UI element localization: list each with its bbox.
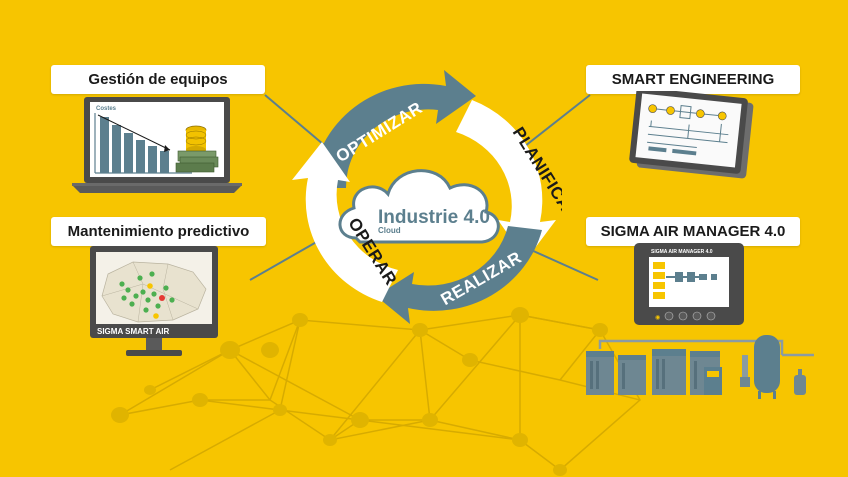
label-gestion-equipos: Gestión de equipos (51, 65, 265, 94)
compressor-1 (586, 351, 614, 395)
laptop-illustration: Costes (72, 97, 242, 193)
filter (740, 355, 750, 387)
monitor-caption: SIGMA SMART AIR (97, 327, 170, 336)
compressor-3 (652, 349, 686, 395)
banknotes-icon (175, 150, 219, 173)
controller-button-3[interactable] (692, 311, 702, 321)
controller-button-1[interactable] (664, 311, 674, 321)
compressor-2 (618, 355, 646, 395)
compressor-room-illustration (586, 335, 814, 399)
wireless-icon: ◉ (655, 314, 660, 321)
cloud-subtitle: Cloud (378, 226, 401, 235)
arrow-realizar (376, 226, 542, 324)
pipeline (598, 339, 814, 357)
map-pins (119, 271, 175, 319)
cycle-diagram: Industrie 4.0 Cloud OPTIMIZAR PLANIFICAR… (292, 70, 562, 324)
arrow-optimizar (312, 70, 476, 188)
separator (794, 369, 806, 395)
controller-button-2[interactable] (678, 311, 688, 321)
costs-label: Costes (96, 106, 117, 112)
tablet-illustration (629, 91, 754, 179)
controller-flow (666, 272, 717, 282)
label-smart-engineering: SMART ENGINEERING (586, 65, 800, 94)
arrow-operar (292, 142, 398, 302)
controller-modules (653, 262, 665, 299)
coins-icon (185, 125, 207, 154)
monitor-stand (126, 350, 182, 356)
connector-lines (249, 94, 599, 281)
schematic-lines (647, 105, 729, 148)
cloud-title: Industrie 4.0 (378, 207, 490, 228)
laptop-base (72, 185, 242, 193)
power-icon[interactable] (706, 311, 716, 321)
dryer (704, 367, 722, 395)
controller-illustration: SIGMA AIR MANAGER 4.0 ◉ (634, 243, 744, 325)
arrow-planificar (456, 100, 556, 260)
monitor-neck (146, 338, 162, 350)
network-nodes (111, 307, 608, 476)
label-sigma-air-manager: SIGMA AIR MANAGER 4.0 (586, 217, 800, 246)
label-mantenimiento-predictivo: Mantenimiento predictivo (51, 217, 266, 246)
cloud-icon (338, 169, 500, 244)
cost-bars (100, 117, 169, 173)
air-tank (754, 335, 780, 399)
controller-buttons[interactable] (664, 311, 716, 321)
controller-header: SIGMA AIR MANAGER 4.0 (651, 249, 713, 255)
monitor-illustration: SIGMA SMART AIR (90, 246, 218, 356)
